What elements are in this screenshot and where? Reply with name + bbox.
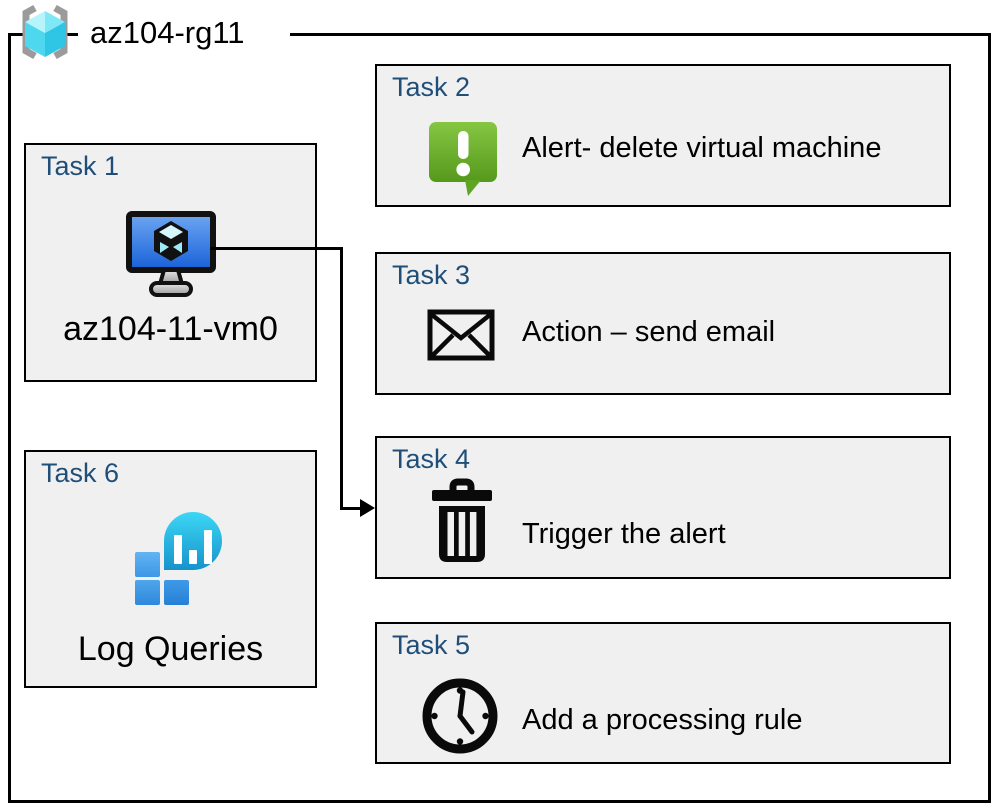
resource-group-title-gap [78,24,290,44]
email-icon [427,309,495,361]
task6-label: Task 6 [41,458,120,488]
log-queries-text: Log Queries [77,630,264,668]
vm-name-text: az104-11-vm0 [63,310,278,348]
task4-label: Task 4 [392,444,471,474]
task3-text: Action – send email [522,316,776,348]
alert-icon [429,122,497,196]
task4-box: Task 4 Trigger the alert [375,436,951,579]
connector-line-horizontal-top [210,247,342,250]
trash-icon [432,478,492,562]
task2-box: Task 2 Alert- delete virtual machine [375,64,951,207]
task2-label: Task 2 [392,72,471,102]
task3-box: Task 3 Action – send email [375,252,951,395]
connector-line-horizontal-bottom [340,507,362,510]
clock-icon [422,678,498,754]
connector-line-vertical [340,247,343,508]
task1-box: Task 1 az104-11-vm0 [24,143,317,382]
log-queries-icon [135,512,222,605]
task4-text: Trigger the alert [522,518,726,550]
resource-group-name: az104-rg11 [90,15,245,50]
task1-label: Task 1 [41,151,120,181]
task5-text: Add a processing rule [522,704,803,736]
task5-box: Task 5 Add a processing rule [375,622,951,764]
task5-label: Task 5 [392,630,471,660]
virtual-machine-icon [126,211,216,297]
connector-arrowhead-icon [360,499,375,517]
resource-group-icon [22,4,68,60]
task3-label: Task 3 [392,260,471,290]
task6-box: Task 6 [24,450,317,688]
task2-text: Alert- delete virtual machine [522,132,882,164]
